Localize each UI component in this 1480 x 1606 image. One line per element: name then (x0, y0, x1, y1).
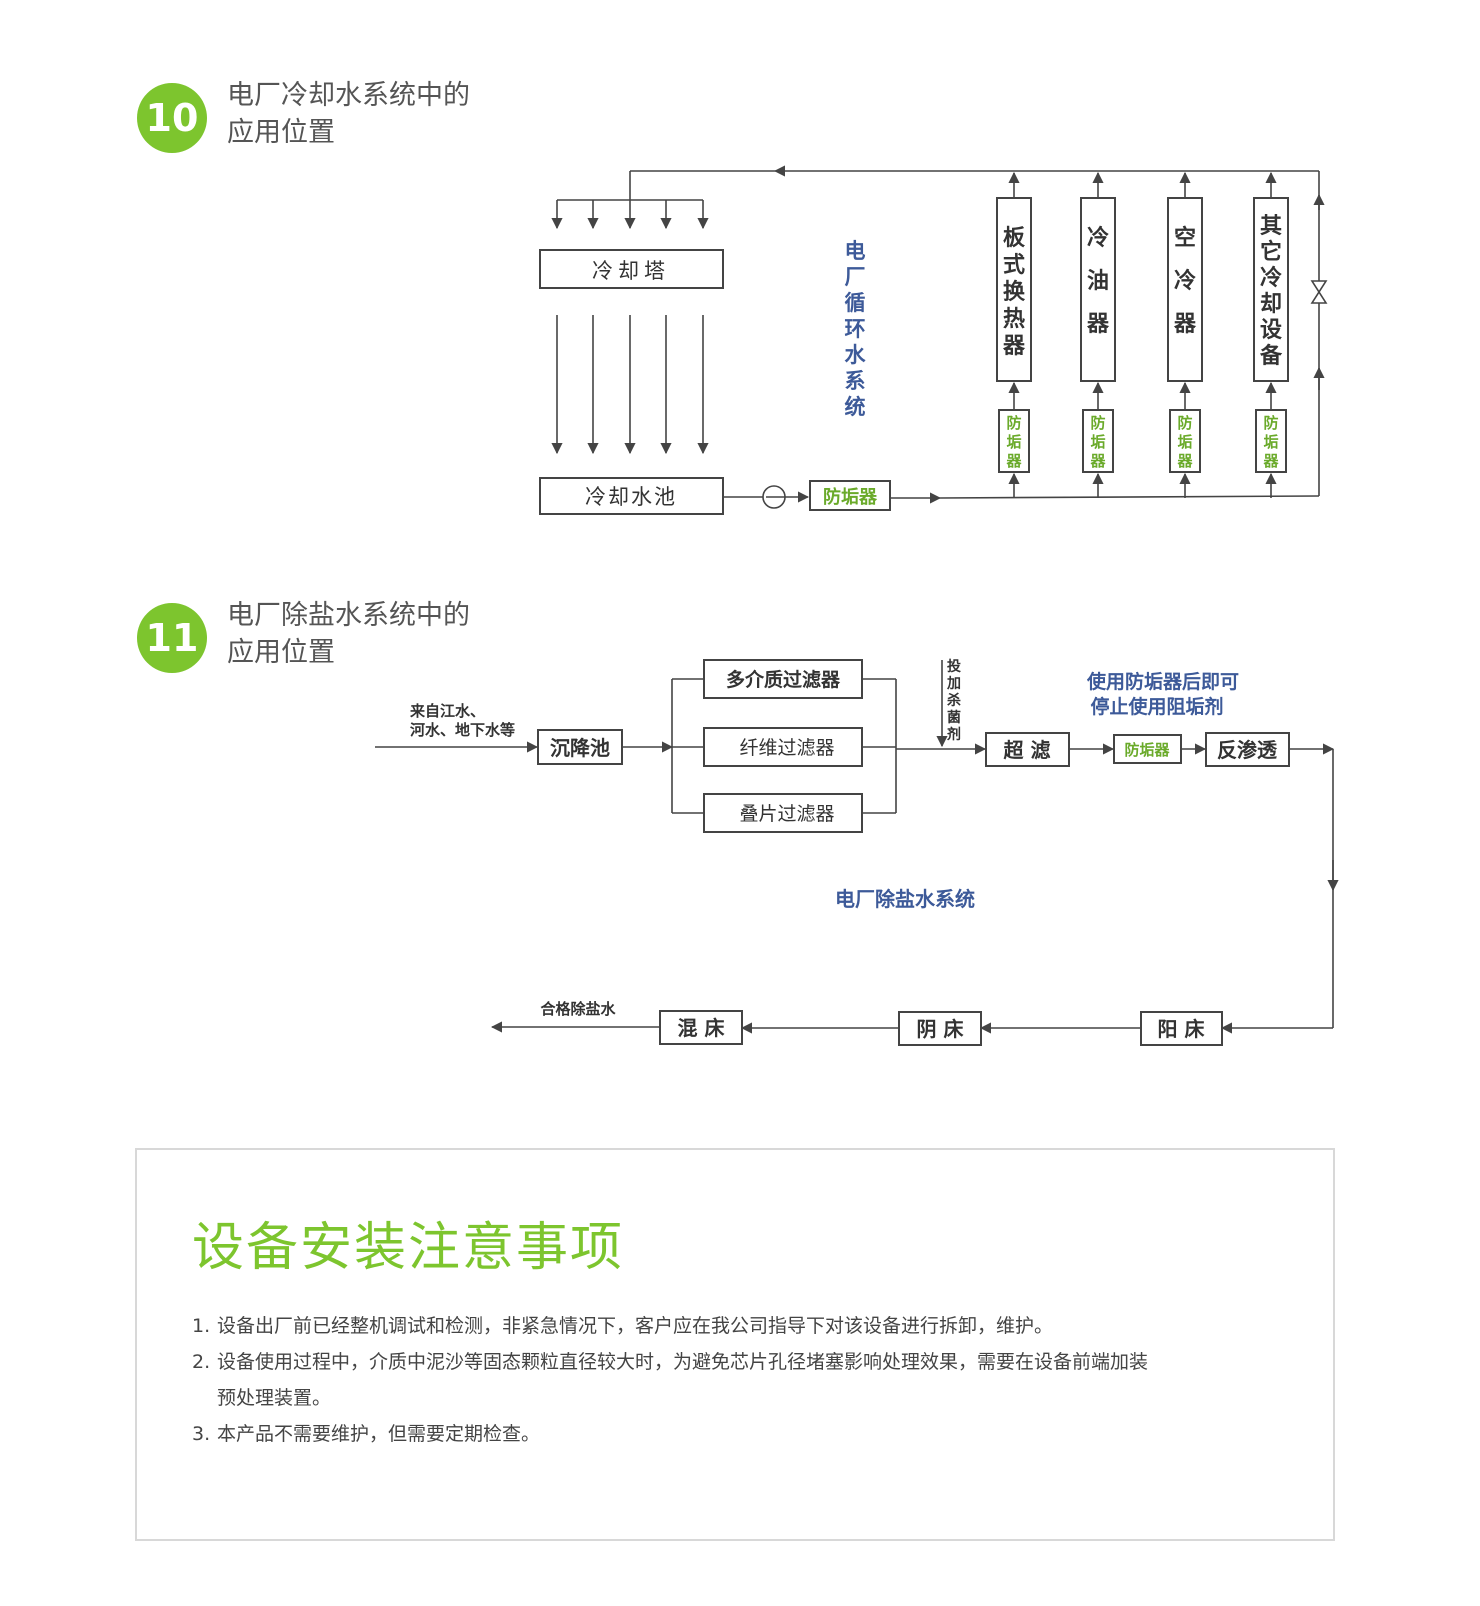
svg-text:电: 电 (845, 239, 866, 263)
svg-text:它: 它 (1260, 239, 1282, 265)
svg-text:垢: 垢 (1090, 433, 1105, 451)
svg-text:器: 器 (1173, 312, 1197, 337)
falling-water-arrows (551, 315, 709, 455)
cooling-pool-box (539, 477, 724, 515)
list-item: 1.设备出厂前已经整机调试和检测，非紧急情况下，客户应在我公司指导下对该设备进行… (192, 1315, 1054, 1337)
section-title-line2: 应用位置 (227, 117, 335, 148)
valve-icon (1310, 280, 1328, 304)
svg-text:式: 式 (1003, 253, 1025, 278)
demin-descaler-label: 防垢器 (1124, 741, 1170, 759)
main-descaler-label: 防垢器 (823, 486, 878, 508)
svg-text:器: 器 (1005, 452, 1022, 470)
mixed-bed-label: 混 床 (678, 1016, 726, 1040)
ro-box (1205, 732, 1290, 767)
svg-text:防: 防 (1177, 414, 1192, 432)
section-title: 电厂冷却水系统中的 应用位置 (227, 77, 547, 151)
svg-text:其: 其 (1260, 214, 1282, 239)
svg-text:杀: 杀 (947, 692, 961, 709)
svg-text:垢: 垢 (1263, 433, 1278, 451)
multimedia-filter-label: 多介质过滤器 (726, 668, 841, 691)
section-title-line1: 电厂除盐水系统中的 (227, 600, 470, 631)
demin-system-label: 电厂除盐水系统 (835, 887, 975, 911)
list-item: 2.设备使用过程中，介质中泥沙等固态颗粒直径较大时，为避免芯片孔径堵塞影响处理效… (192, 1351, 1149, 1409)
installation-notes-panel: 设备安装注意事项 1.设备出厂前已经整机调试和检测，非紧急情况下，客户应在我公司… (135, 1148, 1335, 1541)
svg-text:设: 设 (1260, 318, 1282, 343)
svg-text:却: 却 (1260, 292, 1282, 317)
demin-water-diagram: 来自江水、 河水、地下水等 沉降池 多介质过滤器 纤维过滤器 叠片过滤器 投 加… (375, 659, 1339, 1046)
sedimentation-label: 沉降池 (550, 736, 610, 760)
list-item: 3.本产品不需要维护，但需要定期检查。 (192, 1423, 541, 1445)
svg-text:系: 系 (845, 369, 866, 393)
ultrafiltration-box (985, 732, 1070, 767)
svg-text:加: 加 (946, 676, 961, 692)
demin-descaler-box (1113, 734, 1182, 764)
supply-header (939, 495, 1320, 499)
mixed-bed-box (659, 1010, 743, 1045)
main-descaler-box (809, 480, 891, 511)
sedimentation-box (537, 729, 623, 765)
svg-text:换: 换 (1003, 279, 1026, 305)
cooling-system-label: 电 厂 循 环 水 系 统 (845, 239, 867, 419)
source-label-line2: 河水、地下水等 (410, 721, 515, 739)
other-cooling-equipment: 其 它 冷 却 设 备 防 垢 器 (1253, 171, 1289, 498)
section-title-line1: 电厂冷却水系统中的 (227, 80, 470, 111)
section-title: 电厂除盐水系统中的 应用位置 (227, 597, 547, 671)
cooling-pool-label: 冷却水池 (585, 485, 677, 509)
section-title-line2: 应用位置 (227, 637, 335, 668)
descaler-note-line1: 使用防垢器后即可 (1086, 670, 1239, 693)
ultrafiltration-label: 超 滤 (1003, 738, 1051, 762)
svg-text:垢: 垢 (1006, 433, 1021, 451)
svg-text:器: 器 (1176, 452, 1193, 470)
svg-text:冷: 冷 (1174, 268, 1196, 294)
notes-title: 设备安装注意事项 (192, 1218, 625, 1278)
svg-text:板: 板 (1003, 226, 1026, 251)
multimedia-filter-box (703, 659, 863, 699)
svg-text:统: 统 (845, 395, 866, 419)
spray-arrows (551, 200, 709, 230)
svg-text:备: 备 (1259, 343, 1283, 369)
notes-list: 1.设备出厂前已经整机调试和检测，非紧急情况下，客户应在我公司指导下对该设备进行… (192, 1308, 1292, 1452)
output-label: 合格除盐水 (539, 1000, 616, 1018)
source-label-line1: 来自江水、 (409, 702, 485, 720)
svg-text:器: 器 (1262, 452, 1279, 470)
svg-text:器: 器 (1089, 452, 1106, 470)
anion-bed-box (898, 1011, 982, 1046)
dosing-label: 投 加 杀 菌 剂 (946, 659, 961, 743)
cooling-water-diagram: 冷却塔 冷却水池 防垢器 电 厂 循 环 水 (539, 165, 1328, 515)
fiber-filter-label: 纤维过滤器 (739, 737, 834, 759)
svg-text:器: 器 (1002, 334, 1026, 359)
oil-cooler: 冷 油 器 防 垢 器 (1080, 171, 1116, 498)
diagrams-canvas: 冷却塔 冷却水池 防垢器 电 厂 循 环 水 (375, 165, 1339, 1046)
disc-filter-label: 叠片过滤器 (739, 803, 834, 825)
svg-text:防: 防 (1090, 414, 1105, 432)
svg-text:循: 循 (845, 291, 866, 315)
svg-text:防: 防 (1006, 414, 1021, 432)
cooling-tower-box (539, 249, 724, 289)
section-number-badge: 11 (137, 603, 207, 673)
svg-text:水: 水 (845, 343, 867, 367)
svg-text:菌: 菌 (947, 709, 961, 726)
svg-text:热: 热 (1003, 306, 1025, 332)
svg-text:投: 投 (947, 659, 961, 675)
svg-text:垢: 垢 (1177, 433, 1192, 451)
section-number-badge: 10 (137, 83, 207, 153)
descaler-note-line2: 停止使用阻垢剂 (1090, 695, 1223, 718)
svg-text:厂: 厂 (845, 265, 866, 289)
plate-heat-exchanger: 板 式 换 热 器 防 垢 器 (996, 171, 1032, 498)
air-cooler: 空 冷 器 防 垢 器 (1167, 171, 1203, 498)
cation-bed-label: 阳 床 (1158, 1017, 1206, 1041)
svg-text:环: 环 (845, 317, 866, 341)
ro-label: 反渗透 (1217, 738, 1278, 762)
fiber-filter-box (703, 727, 863, 767)
svg-text:空: 空 (1174, 225, 1196, 251)
svg-text:器: 器 (1086, 312, 1110, 337)
svg-text:防: 防 (1263, 414, 1278, 432)
svg-text:油: 油 (1087, 269, 1109, 294)
svg-text:冷: 冷 (1087, 225, 1109, 251)
cooling-tower-label: 冷却塔 (592, 259, 670, 283)
svg-text:剂: 剂 (947, 726, 961, 743)
anion-bed-label: 阴 床 (917, 1017, 965, 1041)
svg-text:冷: 冷 (1260, 265, 1282, 291)
